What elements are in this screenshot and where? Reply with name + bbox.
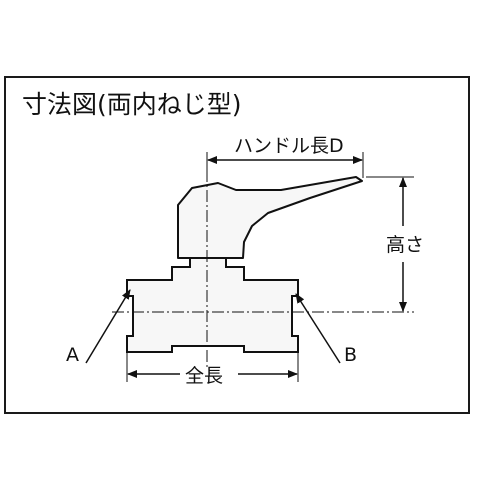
drawing-frame bbox=[4, 76, 470, 414]
height-label: 高さ bbox=[386, 234, 424, 256]
diagram-title: 寸法図(両内ねじ型) bbox=[22, 90, 242, 119]
handle-lever-outline bbox=[177, 176, 363, 259]
port-a-leader-line bbox=[85, 289, 131, 364]
overall-length-label: 全長 bbox=[185, 365, 223, 387]
port-b-label: B bbox=[344, 344, 357, 366]
port-b-leader-line bbox=[295, 293, 341, 364]
handle-length-label: ハンドル長D bbox=[234, 135, 344, 157]
port-a-label: A bbox=[66, 344, 79, 366]
valve-body-outline bbox=[126, 257, 299, 353]
